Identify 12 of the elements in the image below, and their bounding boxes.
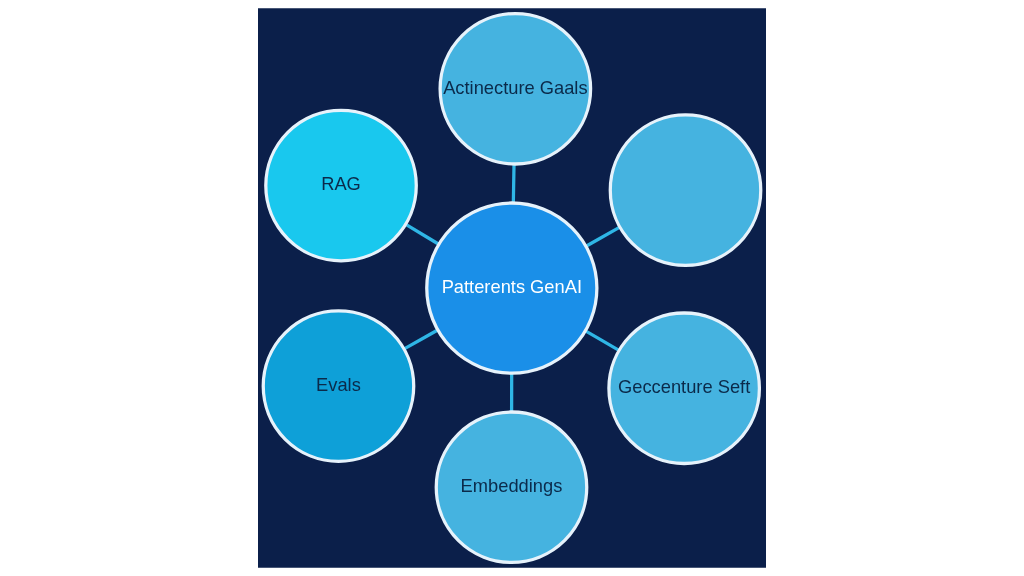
connector (403, 328, 439, 351)
node-circle: Patterents GenAI (425, 201, 599, 375)
node-circle: Embeddings (434, 410, 589, 565)
connector (404, 223, 440, 246)
connector (511, 164, 516, 203)
connector (585, 225, 621, 248)
node-circle: Evals (261, 309, 416, 463)
connector (509, 373, 514, 412)
node-circle: Actinecture Gaals (438, 11, 593, 166)
node-circle (608, 113, 763, 268)
node-circle: Geccenture Seft (607, 311, 762, 466)
node-circle: RAG (264, 108, 418, 263)
